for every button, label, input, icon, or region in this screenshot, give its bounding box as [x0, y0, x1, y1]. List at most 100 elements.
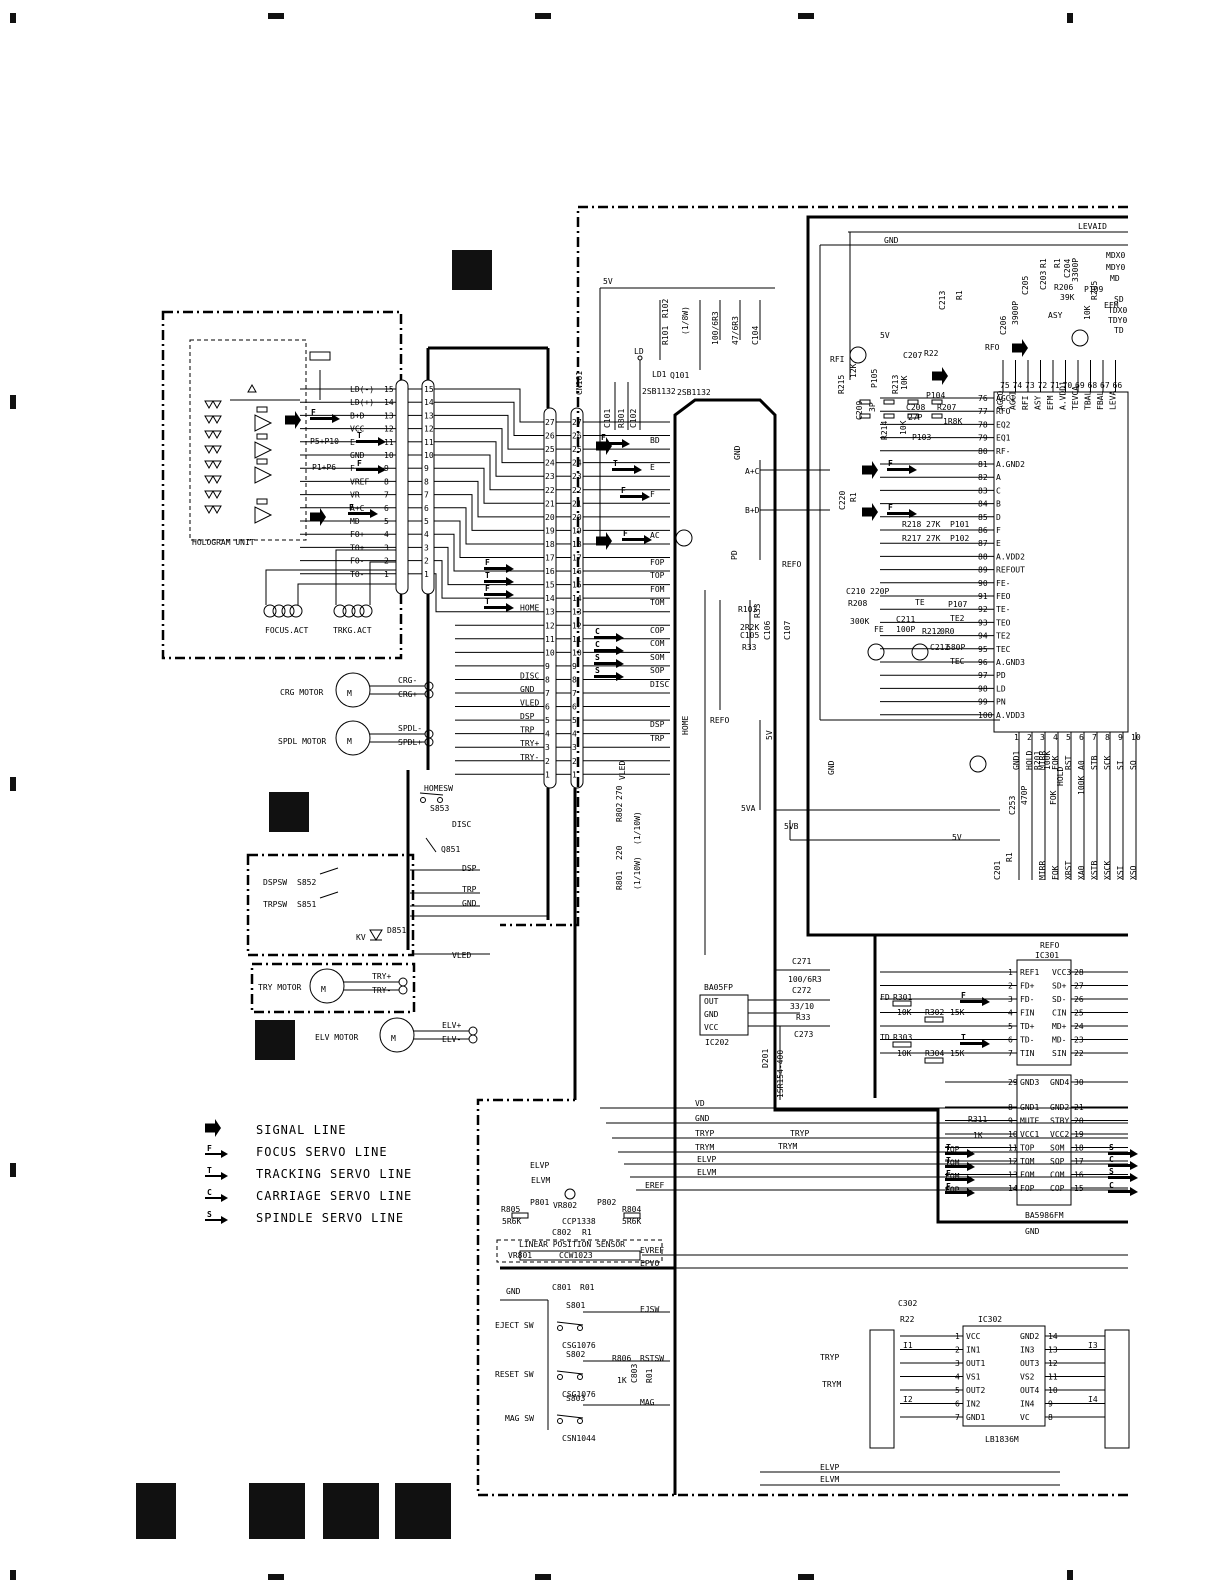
trimmer-icon	[564, 1188, 576, 1200]
ic-pin-name: AGCI	[1009, 391, 1018, 410]
cn101-pin-number: 8	[572, 675, 577, 684]
main-board-outline	[476, 205, 1128, 1497]
signal-line-arrow-icon	[205, 1119, 221, 1137]
ic-pin-name: TEVCA	[1071, 386, 1080, 410]
svg-text:T: T	[207, 1166, 212, 1175]
ic-pin-name: A.VDD3	[996, 711, 1025, 720]
svg-text:F: F	[623, 529, 628, 538]
pickup-pin-number: 2	[424, 557, 429, 566]
d851-label: D851	[387, 926, 406, 935]
ic-component-label: 27K	[926, 534, 941, 543]
cn101-pin-number: 27	[545, 418, 555, 427]
ic-component-label: C220	[838, 491, 847, 510]
cn101-pin-number: 13	[545, 608, 555, 617]
ic-component-label: R1	[955, 290, 964, 300]
ic-pin-name: FE-	[996, 579, 1010, 588]
test-point-icon	[867, 643, 885, 661]
ic-pin-name: C	[996, 486, 1001, 495]
switch-model: CSN1044	[562, 1434, 596, 1443]
ic301-side-signal: TOP	[945, 1145, 960, 1154]
svg-text:T: T	[485, 597, 490, 606]
carriage-servo-tag-icon: C	[1108, 1181, 1138, 1196]
svg-text:MD: MD	[1110, 274, 1120, 283]
sensor-part-label: R01	[580, 1283, 595, 1292]
main-ic: GND LEVAID MDX0 MDY0 MD SD TDX0 TDY0 TD …	[819, 222, 1141, 880]
svg-text:2SB1132: 2SB1132	[642, 387, 676, 396]
ic301-part: BA5986FM	[1025, 1211, 1064, 1220]
ic301-pin-name: FOP	[1020, 1184, 1035, 1193]
cn101-pin-number: 11	[545, 635, 555, 644]
ic-pin-name: TEO	[996, 618, 1011, 627]
signal-arrow-icon	[1012, 339, 1028, 357]
svg-text:R801: R801	[615, 871, 624, 890]
ic-component-label: 100P	[896, 625, 915, 634]
ic-pin-name: LD	[996, 684, 1006, 693]
spindle-servo-tag-icon: S	[1108, 1143, 1138, 1158]
ic302-pin-name: IN3	[1020, 1346, 1035, 1355]
cn101-signal-label: TRY-	[520, 753, 539, 762]
svg-text:C107: C107	[783, 621, 792, 640]
svg-text:5V: 5V	[603, 277, 613, 286]
motor-glyph: M	[321, 985, 326, 994]
cn101-pin-number: 7	[572, 689, 577, 698]
ic-pin-name: TBAL	[1084, 391, 1093, 410]
ic-component-label: C211	[896, 615, 915, 624]
bus-signal-label: EREF	[645, 1181, 664, 1190]
ic302-pin-name: OUT2	[966, 1386, 985, 1395]
sensor-part-label: C801	[552, 1283, 571, 1292]
ic-component-label: C253	[1008, 796, 1017, 815]
svg-text:100/6R3: 100/6R3	[788, 975, 822, 984]
cn101-pin-number: 4	[572, 730, 577, 739]
ic-component-label: R218	[902, 520, 921, 529]
ic301-pin-name: REF1	[1020, 968, 1039, 977]
svg-text:5VA: 5VA	[741, 804, 756, 813]
ic301-pin-name: CIN	[1052, 1009, 1067, 1018]
ic-pin-name: AGCI	[996, 394, 1015, 403]
svg-text:TDX0: TDX0	[1108, 306, 1127, 315]
test-point-icon	[969, 755, 987, 773]
svg-text:F: F	[207, 1144, 212, 1153]
tracking-servo-tag-icon: T	[356, 431, 386, 446]
ic-pin-number: 67	[1100, 381, 1110, 390]
bus-signal-label: TRYM	[695, 1143, 714, 1152]
cn101-signal-label: HOME	[520, 604, 539, 613]
ic-component-label: 10K	[899, 420, 908, 435]
focus-servo-tag-icon: F	[484, 558, 514, 573]
pickup-pin-number: 5	[424, 517, 429, 526]
ic302-pin-name: VCC	[966, 1332, 981, 1341]
ic302-pin-name: GND1	[966, 1413, 985, 1422]
cn101-pin-number: 26	[545, 432, 555, 441]
cn101-pin-number: 15	[545, 581, 555, 590]
svg-text:F: F	[485, 584, 490, 593]
ic-pin-number: 3	[1040, 733, 1045, 742]
ic301-input-label: 10K	[897, 1008, 912, 1017]
ic-pin-name: E	[996, 539, 1001, 548]
cn101-pin-number: 16	[545, 567, 555, 576]
ic-pin-name: EQ2	[996, 420, 1011, 429]
motor-glyph: M	[347, 689, 352, 698]
ic-pin-name: F	[996, 526, 1001, 535]
s853-label: S853	[430, 804, 449, 813]
ic-component-label: P102	[950, 534, 969, 543]
ic-component-label: P104	[926, 391, 945, 400]
svg-text:C: C	[1109, 1155, 1114, 1164]
cn101-pin-number: 3	[545, 743, 550, 752]
ic-component-label: R207	[937, 403, 956, 412]
ic-pin-name: TE2	[996, 632, 1011, 641]
sensor-part-label: P802	[597, 1198, 616, 1207]
motor-pin-label: CRG-	[398, 676, 417, 685]
ic-component-label: R213	[891, 375, 900, 394]
ic302-pin-name: VC	[1020, 1413, 1030, 1422]
switch-resistor: R806	[612, 1354, 631, 1363]
ic-component-label: C209	[855, 401, 864, 420]
ic-pin-name: RFI	[1021, 395, 1030, 410]
test-point-icon	[911, 643, 929, 661]
ic-component-label: 10K	[1083, 305, 1092, 320]
signal-arrow-icon	[285, 411, 301, 429]
cn101-right-signal: COP	[650, 626, 665, 635]
ic301-pin-name: SD-	[1052, 995, 1066, 1004]
cn101-pin-number: 3	[572, 743, 577, 752]
svg-text:F: F	[946, 1182, 951, 1191]
